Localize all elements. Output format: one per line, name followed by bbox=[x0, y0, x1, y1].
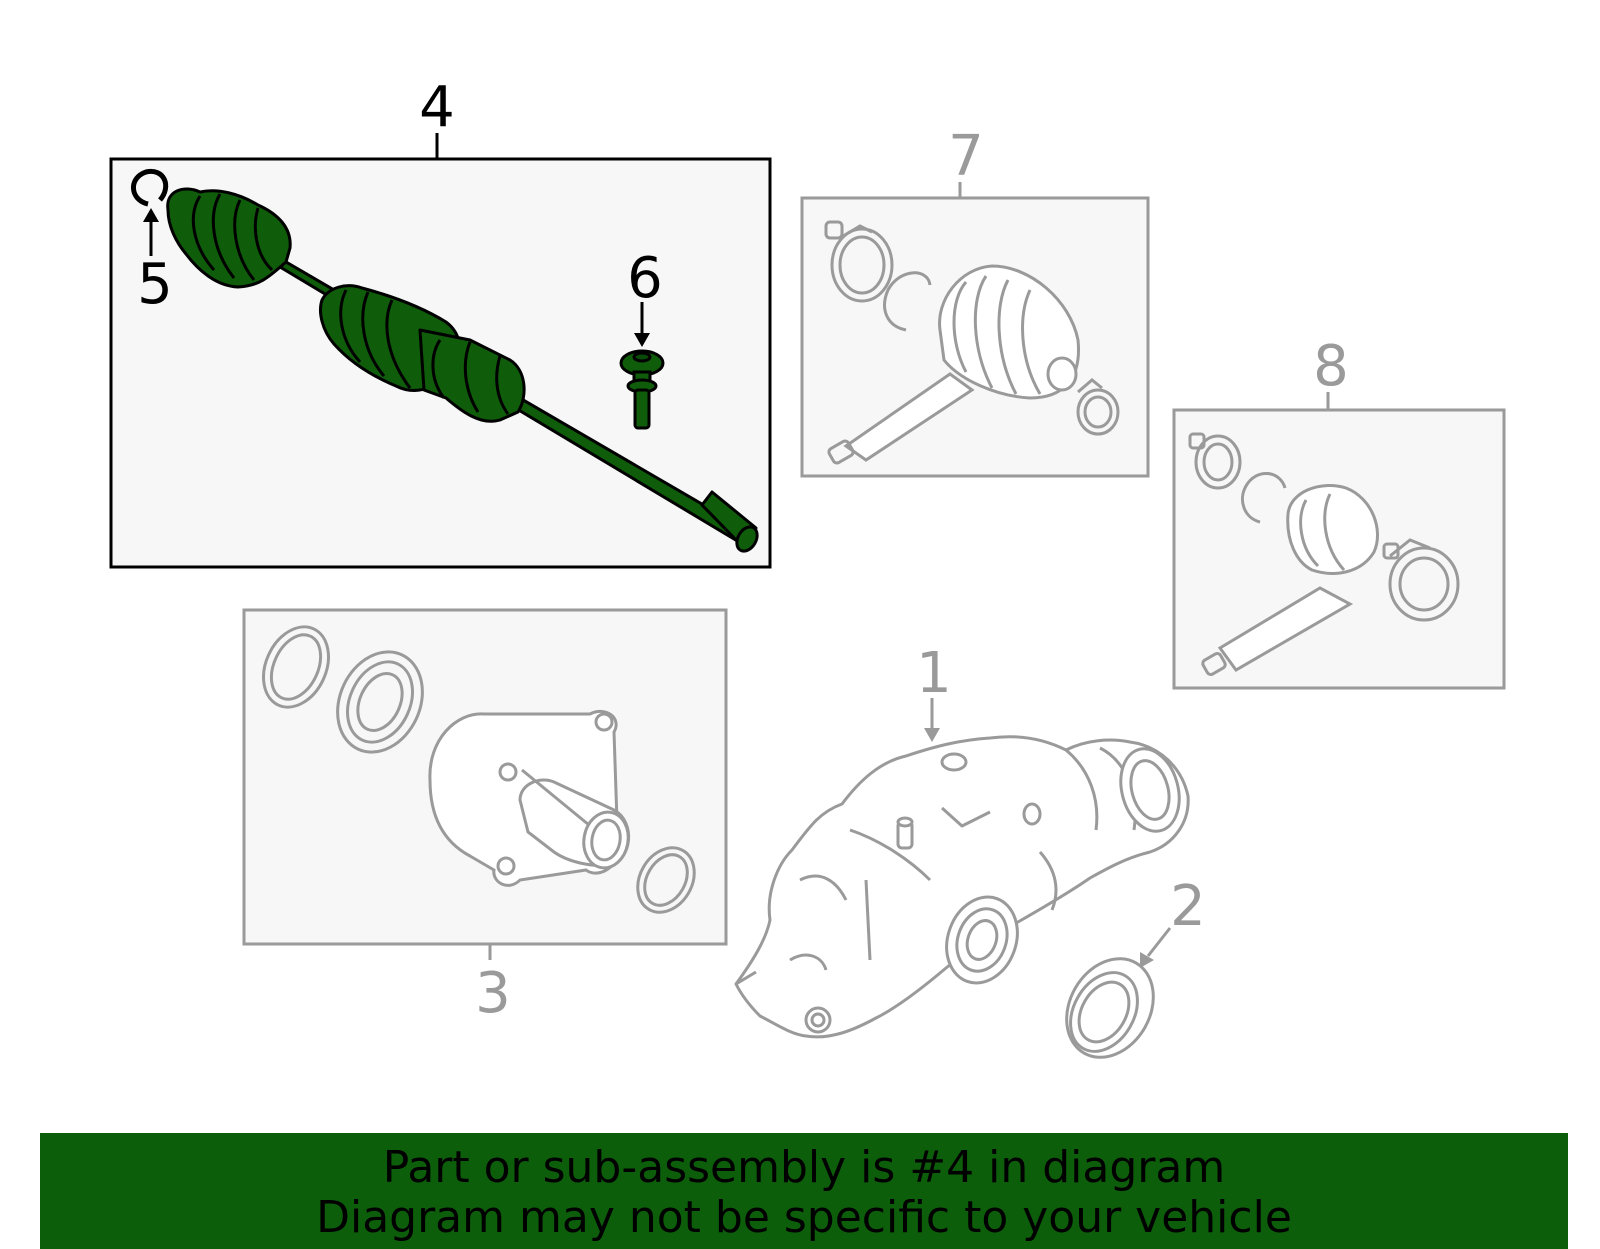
group-7-boot-kit[interactable]: 7 bbox=[800, 124, 1150, 478]
part-2-seal[interactable]: 2 bbox=[1049, 874, 1206, 1073]
boot-kit-8-parts bbox=[1188, 432, 1460, 676]
callout-2: 2 bbox=[1170, 874, 1206, 939]
group-4-axle-shaft-assembly[interactable]: 4 bbox=[109, 75, 772, 569]
arrow-2-head bbox=[1140, 952, 1154, 968]
seal-kit-3-parts bbox=[262, 625, 696, 914]
part-1-differential[interactable]: 1 bbox=[734, 641, 1190, 1039]
arrow-2-shaft bbox=[1146, 927, 1172, 957]
info-banner: Part or sub-assembly is #4 in diagram Di… bbox=[40, 1133, 1568, 1249]
seal-drawing bbox=[1065, 957, 1155, 1059]
callout-6: 6 bbox=[627, 246, 663, 311]
group-8-boot-kit[interactable]: 8 bbox=[1172, 334, 1506, 690]
callout-1: 1 bbox=[916, 641, 952, 706]
group-3-seal-kit[interactable]: 3 bbox=[242, 608, 728, 1026]
callout-7: 7 bbox=[948, 124, 984, 189]
callout-5: 5 bbox=[137, 252, 173, 317]
arrow-6-head bbox=[634, 333, 650, 347]
differential-drawing bbox=[734, 735, 1190, 1039]
arrow-1-head bbox=[924, 728, 940, 742]
arrow-5-head bbox=[143, 208, 159, 222]
circlip-part-5 bbox=[131, 168, 169, 207]
bolt-part-6 bbox=[619, 349, 665, 430]
callout-8: 8 bbox=[1313, 334, 1349, 399]
callout-3: 3 bbox=[475, 961, 511, 1026]
boot-kit-7-parts bbox=[824, 220, 1120, 465]
axle-shaft bbox=[166, 187, 759, 553]
banner-line-1: Part or sub-assembly is #4 in diagram bbox=[382, 1142, 1226, 1193]
banner-line-2: Diagram may not be specific to your vehi… bbox=[316, 1192, 1292, 1243]
callout-4: 4 bbox=[419, 75, 455, 140]
